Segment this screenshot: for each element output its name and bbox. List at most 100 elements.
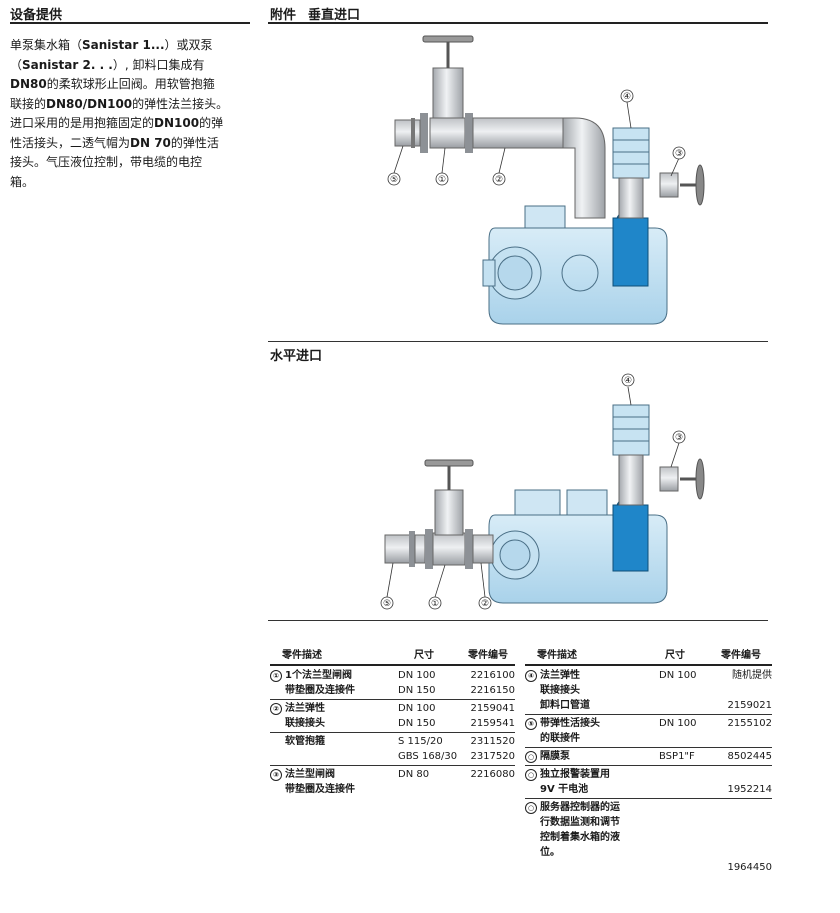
callout-3: ③ [675,433,683,443]
intro-line: 箱。 [10,173,250,193]
intro-bold-term: DN100 [154,116,200,130]
row-rule [525,765,772,766]
part-number: 8502445 [727,751,772,762]
table-header: 尺寸 [665,650,685,661]
part-number: 2159021 [727,700,772,711]
part-size: BSP1"F [659,751,695,762]
part-description: 联接接头 [540,685,580,696]
table-header: 零件描述 [282,650,322,661]
table-header-rule [270,664,515,666]
intro-text: 的弹性活 [170,135,219,150]
part-size: DN 80 [398,769,430,780]
row-marker: ③ [270,769,282,781]
horizontal-inlet-heading: 水平进口 [270,349,323,364]
intro-paragraph: 单泵集水箱（Sanistar 1...）或双泵（Sanistar 2. . .）… [10,36,250,192]
table-header: 尺寸 [414,650,434,661]
section-heading-equipment: 设备提供 [10,8,63,23]
part-description: 独立报警装置用 [540,769,610,780]
row-marker: ⑤ [525,718,537,730]
part-description: 联接接头 [285,718,325,729]
intro-line: 性活接头，二透气帽为DN 70的弹性活 [10,134,250,154]
part-description: 带垫圈及连接件 [285,685,355,696]
part-description: 软管抱箍 [285,736,325,747]
intro-text: ）, 卸料口集成有 [112,57,205,72]
intro-bold-term: Sanistar 1... [82,38,165,52]
accessories-label: 附件 [270,8,297,23]
row-marker: ④ [525,670,537,682]
intro-text: 的柔软球形止回阀。用软管抱箍 [46,77,215,91]
row-marker: ② [270,703,282,715]
row-rule [525,798,772,799]
row-marker: ○ [525,802,537,814]
part-number: 1964450 [727,862,772,873]
intro-line: 单泵集水箱（Sanistar 1...）或双泵 [10,36,250,56]
intro-line: （Sanistar 2. . .）, 卸料口集成有 [10,56,250,76]
intro-bold-term: DN80 [10,77,47,91]
intro-text: 性活接头，二透气帽为 [10,135,131,150]
intro-text: 的弹性法兰接头。 [132,96,229,111]
part-description: 9V 干电池 [540,784,589,795]
row-rule [270,765,515,766]
intro-text: 接头。气压液位控制，带电缆的电控 [10,155,203,169]
part-description: 服务器控制器的运 [540,802,620,813]
intro-text: 箱。 [10,174,35,189]
intro-bold-term: DN 70 [130,135,171,150]
part-description: 法兰型闸阀 [285,769,335,780]
part-number: 2159041 [470,703,515,714]
part-number: 1952214 [727,784,772,795]
section-heading-accessories: 附件垂直进口 [270,4,360,23]
part-description: 控制着集水箱的液 [540,832,620,843]
part-description: 带弹性活接头 [540,718,600,729]
callout-2: ② [481,599,489,609]
part-size: DN 100 [398,703,436,714]
part-number: 2317520 [470,751,515,762]
callout-5: ⑤ [383,599,391,609]
row-rule [525,714,772,715]
intro-text: 单泵集水箱（ [10,38,83,52]
callout-1: ① [431,599,439,609]
heading-rule [10,22,250,24]
intro-bold-term: DN80/DN100 [46,96,133,111]
intro-line: 联接的DN80/DN100的弹性法兰接头。 [10,95,250,115]
intro-text: （ [10,57,23,72]
callout-3: ③ [675,149,683,159]
callout-5: ⑤ [390,175,398,185]
table-header: 零件编号 [468,650,508,661]
callout-2: ② [495,175,503,185]
intro-text: 进口采用的是用抱箍固定的 [10,116,155,130]
part-number: 2216100 [470,670,515,681]
vertical-inlet-label: 垂直进口 [308,8,361,23]
row-marker: ① [270,670,282,682]
part-description: 的联接件 [540,733,580,744]
intro-bold-term: Sanistar 2. . . [22,57,113,72]
heading-rule [268,22,768,24]
part-description: 卸料口管道 [540,700,590,711]
horizontal-inlet-diagram: ⑤ ① ② ③ ④ [380,373,705,610]
part-number: 2159541 [470,718,515,729]
part-description: 法兰弹性 [540,670,580,681]
part-size: DN 100 [398,670,436,681]
figure-bottom-rule [268,620,768,621]
intro-text: ）或双泵 [164,38,213,52]
table-header-rule [525,664,772,666]
part-description: 行数据监测和调节 [540,817,620,828]
intro-line: 进口采用的是用抱箍固定的DN100的弹 [10,114,250,134]
part-number: 随机提供 [732,670,772,681]
row-rule [270,699,515,700]
part-number: 2155102 [727,718,772,729]
part-size: DN 150 [398,685,436,696]
intro-line: DN80的柔软球形止回阀。用软管抱箍 [10,75,250,95]
part-number: 2216080 [470,769,515,780]
part-description: 带垫圈及连接件 [285,784,355,795]
table-header: 零件描述 [537,650,577,661]
intro-text: 的弹 [199,116,224,130]
callout-4: ④ [624,376,632,386]
vertical-inlet-diagram: ⑤ ① ② ③ ④ [387,35,705,325]
row-rule [270,732,515,733]
part-number: 2311520 [470,736,515,747]
intro-line: 接头。气压液位控制，带电缆的电控 [10,153,250,173]
part-size: DN 100 [659,670,697,681]
row-rule [525,747,772,748]
